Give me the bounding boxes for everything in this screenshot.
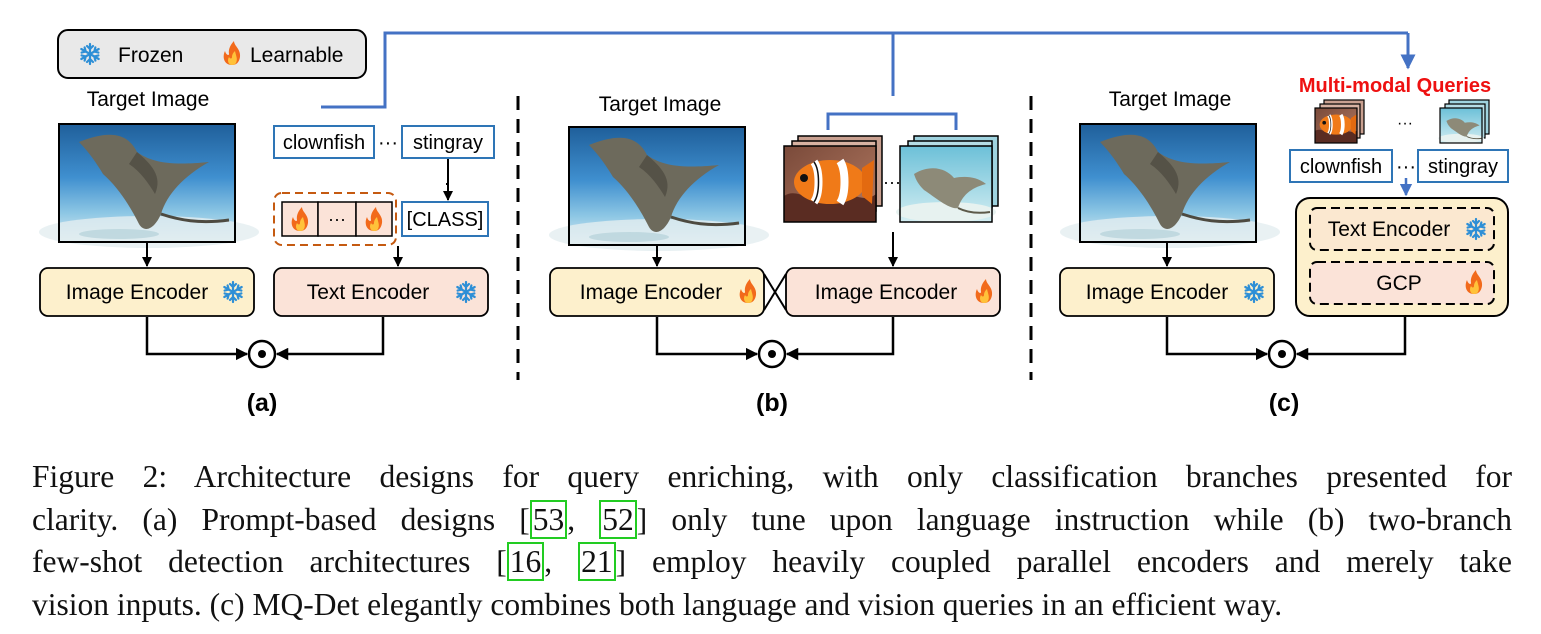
caption-text: , [544,544,579,579]
text-encoder-label: Text Encoder [1328,218,1451,241]
image-encoder-box [785,267,1001,317]
panel-a-label: (a) [247,389,278,417]
class-box-clownfish [1289,149,1393,183]
text-encoder-label: Text Encoder [307,281,430,304]
citation-link[interactable]: 53 [529,499,568,539]
gcp-box [1309,261,1495,305]
image-encoder-label: Image Encoder [815,281,957,304]
dot-product-icon [247,339,277,369]
panel-b: Target Image ··· Image Encoder Imag [547,93,1001,417]
legend-learnable-label: Learnable [250,44,343,67]
class-token-box [401,201,489,237]
target-image-title: Target Image [87,88,210,111]
prompt-ellipsis: ··· [328,209,346,229]
multimodal-queries-title: Multi-modal Queries [1299,75,1491,97]
image-encoder-box [39,267,255,317]
coupling-cross [763,273,787,311]
class-ellipsis: ··· [378,132,398,154]
class-token-label: [CLASS] [407,209,484,231]
image-encoder-box [1059,267,1275,317]
caption-text: ] employ heavily coupled parallel encode… [615,544,1512,579]
image-encoder-label: Image Encoder [66,281,208,304]
citation-link[interactable]: 16 [506,542,545,581]
dot-product-icon [757,339,787,369]
legend-frozen-label: Frozen [118,44,183,67]
dot-product-icon [1267,339,1297,369]
class-label-stingray: stingray [413,132,483,154]
caption-text: few-shot detection architectures [ [32,544,507,579]
class-ellipsis: ··· [1396,156,1416,178]
legend: Frozen Learnable [57,29,367,79]
query-ellipsis: ··· [1397,115,1413,132]
caption-line: vision inputs. (c) MQ-Det elegantly comb… [32,586,1283,622]
support-image-stingray [895,135,999,223]
citation-link[interactable]: 21 [578,542,616,581]
panel-a: Target Image Image Encoder clownfish ···… [37,88,495,417]
image-encoder-label: Image Encoder [1086,281,1228,304]
class-box-clownfish [273,125,375,159]
caption-text: , [567,501,600,537]
target-image-title: Target Image [599,93,722,116]
caption-line: Figure 2: Architecture designs for query… [32,459,1512,494]
support-image-clownfish [784,135,883,222]
panel-b-label: (b) [756,389,788,417]
gcp-label: GCP [1376,272,1422,295]
caption-line: few-shot detection architectures [16, 21… [32,541,1512,584]
panel-c-label: (c) [1269,389,1300,417]
support-ellipsis: ··· [883,172,901,192]
architecture-figure: Frozen Learnable Target Image Image Enco… [37,29,1509,417]
panel-c: Target Image Image Encoder Multi-modal Q… [1058,75,1509,417]
figure-caption: Figure 2: Architecture designs for query… [32,456,1512,626]
target-image-title: Target Image [1109,88,1232,111]
class-label-clownfish: clownfish [283,132,365,154]
class-box-stingray [1417,149,1509,183]
caption-text: clarity. (a) Prompt-based designs [ [32,501,530,537]
caption-text: ] only tune upon language instruction wh… [636,501,1512,537]
target-image-stingray [547,125,771,253]
class-label-stingray: stingray [1428,156,1498,178]
query-image-stingray [1437,99,1490,144]
learnable-prompt-group [273,192,397,246]
target-image-stingray [37,122,261,250]
text-encoder-box [1309,207,1495,251]
citation-link[interactable]: 52 [599,499,637,539]
text-encoder-box [273,267,489,317]
query-image-clownfish [1313,99,1365,145]
class-box-stingray [401,125,495,159]
class-label-clownfish: clownfish [1300,156,1382,178]
caption-line: clarity. (a) Prompt-based designs [53, 5… [32,499,1512,542]
image-encoder-label: Image Encoder [580,281,722,304]
query-feedback-connector [321,31,1416,130]
image-encoder-box [549,267,765,317]
target-image-stingray [1058,122,1282,250]
